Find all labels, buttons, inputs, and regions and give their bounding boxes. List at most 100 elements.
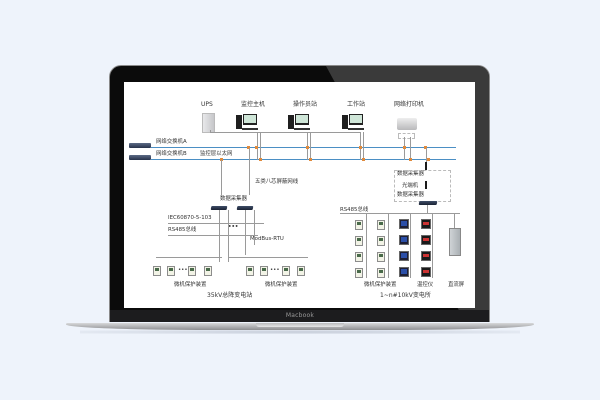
protection-relay-icon bbox=[377, 252, 385, 262]
protection-relay-icon bbox=[297, 266, 305, 276]
drop-line bbox=[260, 132, 261, 160]
right-station-title: 1~n#10kV变电所 bbox=[380, 292, 431, 299]
left-rs485-label: RS485总线 bbox=[168, 227, 197, 233]
collector-drop bbox=[254, 210, 255, 245]
temperature-meter-icon bbox=[399, 267, 409, 277]
switch-b-label: 网络交换机B bbox=[156, 151, 187, 157]
right-collector-bottom-label: 数据采集器 bbox=[397, 192, 424, 198]
network-line-b bbox=[151, 159, 456, 161]
collector-drop bbox=[228, 210, 229, 262]
rs485-bus-line bbox=[168, 235, 258, 236]
network-label: 监控层以太网 bbox=[200, 151, 233, 157]
junction-dot bbox=[255, 146, 258, 149]
fiber-converter-icon bbox=[425, 181, 427, 189]
collector-drop bbox=[219, 210, 220, 262]
column-line bbox=[388, 213, 389, 278]
fiber-line bbox=[426, 148, 427, 162]
junction-dot bbox=[259, 158, 262, 161]
power-line bbox=[210, 130, 211, 132]
temperature-meter-icon bbox=[399, 219, 409, 229]
cable-line bbox=[249, 148, 250, 195]
computer-icon bbox=[236, 113, 258, 131]
temperature-controller-icon bbox=[421, 219, 431, 229]
left-group-label: 微机保护装置 bbox=[174, 282, 207, 288]
protection-relay-icon bbox=[377, 268, 385, 278]
drop-line bbox=[310, 132, 311, 160]
column-line bbox=[410, 213, 411, 278]
junction-dot bbox=[306, 146, 309, 149]
dc-panel-icon bbox=[449, 228, 461, 256]
protection-relay-icon bbox=[167, 266, 175, 276]
laptop-notch bbox=[256, 323, 344, 327]
ellipsis: ••• bbox=[228, 224, 239, 230]
workstation-label: 工作站 bbox=[347, 101, 366, 108]
drop-line bbox=[410, 137, 411, 160]
junction-dot bbox=[359, 146, 362, 149]
switch-a-icon bbox=[129, 143, 151, 148]
right-collector-top-label: 数据采集器 bbox=[397, 171, 424, 177]
temperature-meter-icon bbox=[399, 235, 409, 245]
iec-bus-line bbox=[168, 223, 264, 224]
protection-relay-icon bbox=[260, 266, 268, 276]
left-collector-label: 数据采集器 bbox=[220, 196, 247, 202]
brand-label: Macbook bbox=[285, 312, 315, 319]
operator-station-label: 操作员站 bbox=[293, 101, 318, 108]
junction-dot bbox=[247, 146, 250, 149]
fiber-converter-icon bbox=[425, 162, 427, 170]
relay-bus bbox=[228, 257, 308, 258]
modbus-label: ModBus-RTU bbox=[250, 236, 284, 242]
drop-line bbox=[363, 132, 364, 160]
laptop-chin bbox=[110, 310, 489, 322]
temperature-controller-icon bbox=[421, 251, 431, 261]
relay-label: 微机保护装置 bbox=[364, 282, 397, 288]
computer-icon bbox=[342, 113, 364, 131]
ellipsis: ••• bbox=[270, 267, 280, 273]
junction-dot bbox=[309, 158, 312, 161]
protection-relay-icon bbox=[204, 266, 212, 276]
relay-bus bbox=[156, 257, 222, 258]
left-station-title: 35kV总降变电站 bbox=[207, 292, 253, 299]
temperature-controller-icon bbox=[421, 235, 431, 245]
printer-label: 网络打印机 bbox=[394, 101, 425, 108]
protection-relay-icon bbox=[377, 220, 385, 230]
protection-relay-icon bbox=[355, 268, 363, 278]
right-rs485-label: RS485总线 bbox=[340, 207, 369, 213]
ellipsis: ••• bbox=[178, 267, 188, 273]
computer-icon bbox=[288, 113, 310, 131]
junction-dot bbox=[220, 158, 223, 161]
junction-dot bbox=[424, 146, 427, 149]
monitor-host-label: 监控主机 bbox=[241, 101, 266, 108]
junction-dot bbox=[427, 158, 430, 161]
meter-label: 温控仪 bbox=[417, 282, 434, 288]
junction-dot bbox=[409, 158, 412, 161]
protection-relay-icon bbox=[355, 252, 363, 262]
column-line bbox=[366, 213, 367, 278]
protection-relay-icon bbox=[282, 266, 290, 276]
collector-drop bbox=[245, 210, 246, 255]
protection-relay-icon bbox=[246, 266, 254, 276]
printer-port-box bbox=[398, 133, 415, 139]
converter-label: 光端机 bbox=[402, 183, 419, 189]
printer-icon bbox=[397, 118, 417, 130]
data-collector-icon bbox=[418, 201, 438, 205]
ups-icon bbox=[202, 113, 215, 133]
cable-label: 五类八芯屏蔽网线 bbox=[255, 179, 299, 185]
junction-dot bbox=[362, 158, 365, 161]
protocol-iec-label: IEC60870-5-103 bbox=[168, 215, 212, 221]
protection-relay-icon bbox=[355, 236, 363, 246]
rs485-bus-line bbox=[340, 213, 460, 214]
column-line bbox=[432, 213, 433, 278]
collector-drop bbox=[427, 205, 428, 213]
protection-relay-icon bbox=[377, 236, 385, 246]
network-line-a bbox=[151, 147, 456, 149]
ups-label: UPS bbox=[201, 101, 213, 108]
switch-b-icon bbox=[129, 155, 151, 160]
screen: UPS 监控主机 操作员站 工作站 网络打印机 网络交换机A 网络交换机B 监控… bbox=[124, 82, 475, 308]
dc-panel-label: 直流屏 bbox=[448, 282, 465, 288]
cable-line bbox=[221, 160, 222, 195]
protection-relay-icon bbox=[188, 266, 196, 276]
laptop-shadow bbox=[80, 330, 520, 334]
protection-relay-icon bbox=[153, 266, 161, 276]
protection-relay-icon bbox=[355, 220, 363, 230]
temperature-meter-icon bbox=[399, 251, 409, 261]
